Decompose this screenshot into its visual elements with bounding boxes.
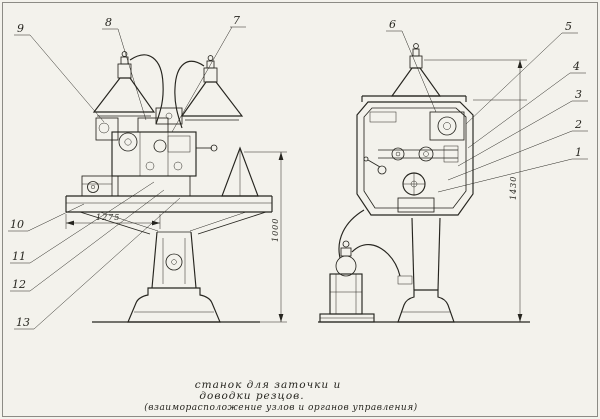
callout-3: 3: [457, 88, 588, 167]
callout-11: 11: [10, 181, 155, 264]
callout-3-label: 3: [575, 88, 582, 101]
callout-2-label: 2: [574, 118, 582, 131]
dimension-1000-label: 1000: [271, 218, 280, 242]
grinding-head: [95, 107, 218, 197]
callout-6: 6: [386, 18, 437, 113]
dimension-1275-label: 1275: [96, 213, 120, 222]
callout-8-label: 8: [105, 16, 112, 29]
callout-7: 7: [171, 14, 246, 133]
caption-line-3: (взаиморасположение узлов и органов упра…: [144, 402, 417, 413]
callout-10-label: 10: [10, 218, 24, 231]
pulley: [437, 116, 457, 136]
callout-13-label: 13: [16, 316, 30, 329]
internal-mechanism: [363, 111, 465, 213]
callouts: 9 8 7 10 11 12 13: [8, 14, 588, 330]
callout-8: 8: [102, 16, 147, 121]
belt-guard: [221, 146, 259, 197]
coolant-pump: [319, 240, 375, 323]
wheel-guard-right: [174, 55, 244, 129]
caption-line-1: станок для заточки и: [195, 379, 342, 391]
callout-9-label: 9: [17, 22, 24, 35]
callout-12: 12: [10, 189, 165, 292]
pedestal-left: [127, 231, 221, 323]
callout-1-label: 1: [575, 146, 582, 159]
callout-4-label: 4: [572, 60, 580, 73]
callout-4: 4: [467, 60, 586, 149]
pedestal-right: [397, 217, 455, 323]
right-view: [318, 43, 530, 323]
callout-12-label: 12: [12, 278, 26, 291]
dimensions: 1275 1000 1430: [65, 59, 527, 323]
callout-11-label: 11: [12, 250, 26, 263]
callout-2: 2: [447, 118, 588, 181]
dimension-1430-label: 1430: [509, 176, 518, 200]
caption-line-2: доводки резцов.: [199, 390, 304, 402]
callout-6-label: 6: [389, 18, 396, 31]
caption: станок для заточки и доводки резцов. (вз…: [144, 379, 417, 413]
callout-9: 9: [14, 22, 105, 123]
callout-5: 5: [465, 20, 578, 125]
crank: [377, 165, 387, 175]
callout-7-label: 7: [233, 14, 240, 27]
dimension-spindle-height: 1000: [244, 151, 287, 323]
wheel-guard-side: [390, 43, 442, 97]
dimension-overall-height: 1430: [424, 59, 527, 323]
motor: [429, 111, 465, 141]
wheel-guard-left: [92, 51, 164, 125]
callout-13: 13: [14, 197, 181, 330]
hose-left: [129, 54, 164, 125]
callout-10: 10: [8, 203, 85, 232]
dimension-table-span: 1275: [65, 213, 161, 229]
coolant-hoses: [338, 209, 401, 277]
table-fixture: [81, 175, 113, 197]
callout-1: 1: [437, 146, 588, 193]
hose-right: [174, 60, 205, 129]
callout-5-label: 5: [565, 20, 572, 33]
